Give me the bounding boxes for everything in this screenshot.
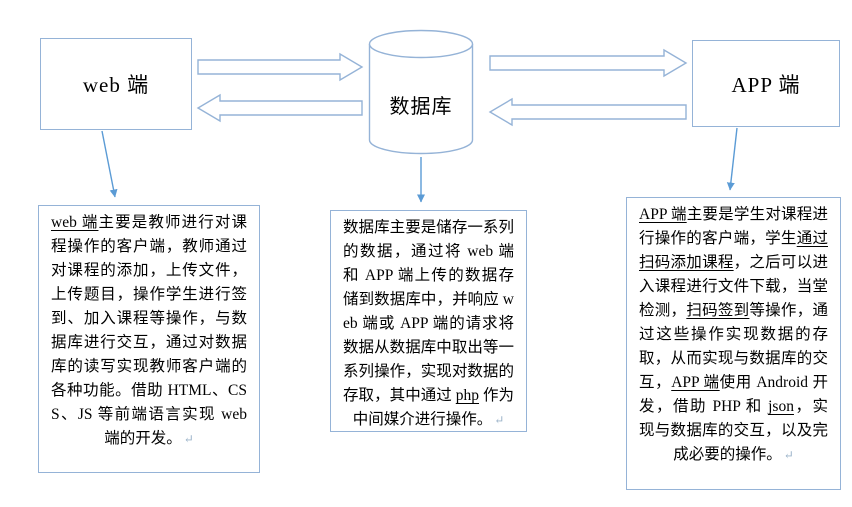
web-node[interactable]: web 端 bbox=[40, 38, 192, 130]
block-arrow-db-to-web-icon[interactable] bbox=[196, 93, 363, 123]
block-arrow-web-to-db-icon[interactable] bbox=[197, 52, 364, 82]
app-description-text: APP 端主要是学生对课程进行操作的客户端，学生通过扫码添加课程，之后可以进入课… bbox=[639, 206, 828, 463]
database-node-label: 数据库 bbox=[389, 96, 453, 118]
connector-app-to-description-icon[interactable] bbox=[726, 127, 738, 191]
app-description-box[interactable]: APP 端主要是学生对课程进行操作的客户端，学生通过扫码添加课程，之后可以进入课… bbox=[626, 197, 841, 490]
app-node[interactable]: APP 端 bbox=[692, 40, 840, 127]
web-description-text: web 端主要是教师进行对课程操作的客户端，教师通过对课程的添加，上传文件，上传… bbox=[51, 214, 247, 447]
database-description-text: 数据库主要是储存一系列的数据，通过将 web 端和 APP 端上传的数据存储到数… bbox=[343, 219, 514, 428]
app-node-label: APP 端 bbox=[731, 72, 801, 97]
block-arrow-db-to-app-icon[interactable] bbox=[489, 48, 688, 78]
connector-web-to-description-icon[interactable] bbox=[101, 130, 118, 198]
database-cylinder-icon bbox=[368, 29, 474, 155]
database-description-box[interactable]: 数据库主要是储存一系列的数据，通过将 web 端和 APP 端上传的数据存储到数… bbox=[330, 210, 527, 432]
web-description-box[interactable]: web 端主要是教师进行对课程操作的客户端，教师通过对课程的添加，上传文件，上传… bbox=[38, 205, 260, 473]
web-node-label: web 端 bbox=[82, 73, 150, 97]
database-node[interactable]: 数据库 bbox=[368, 28, 474, 156]
block-arrow-app-to-db-icon[interactable] bbox=[488, 97, 687, 127]
